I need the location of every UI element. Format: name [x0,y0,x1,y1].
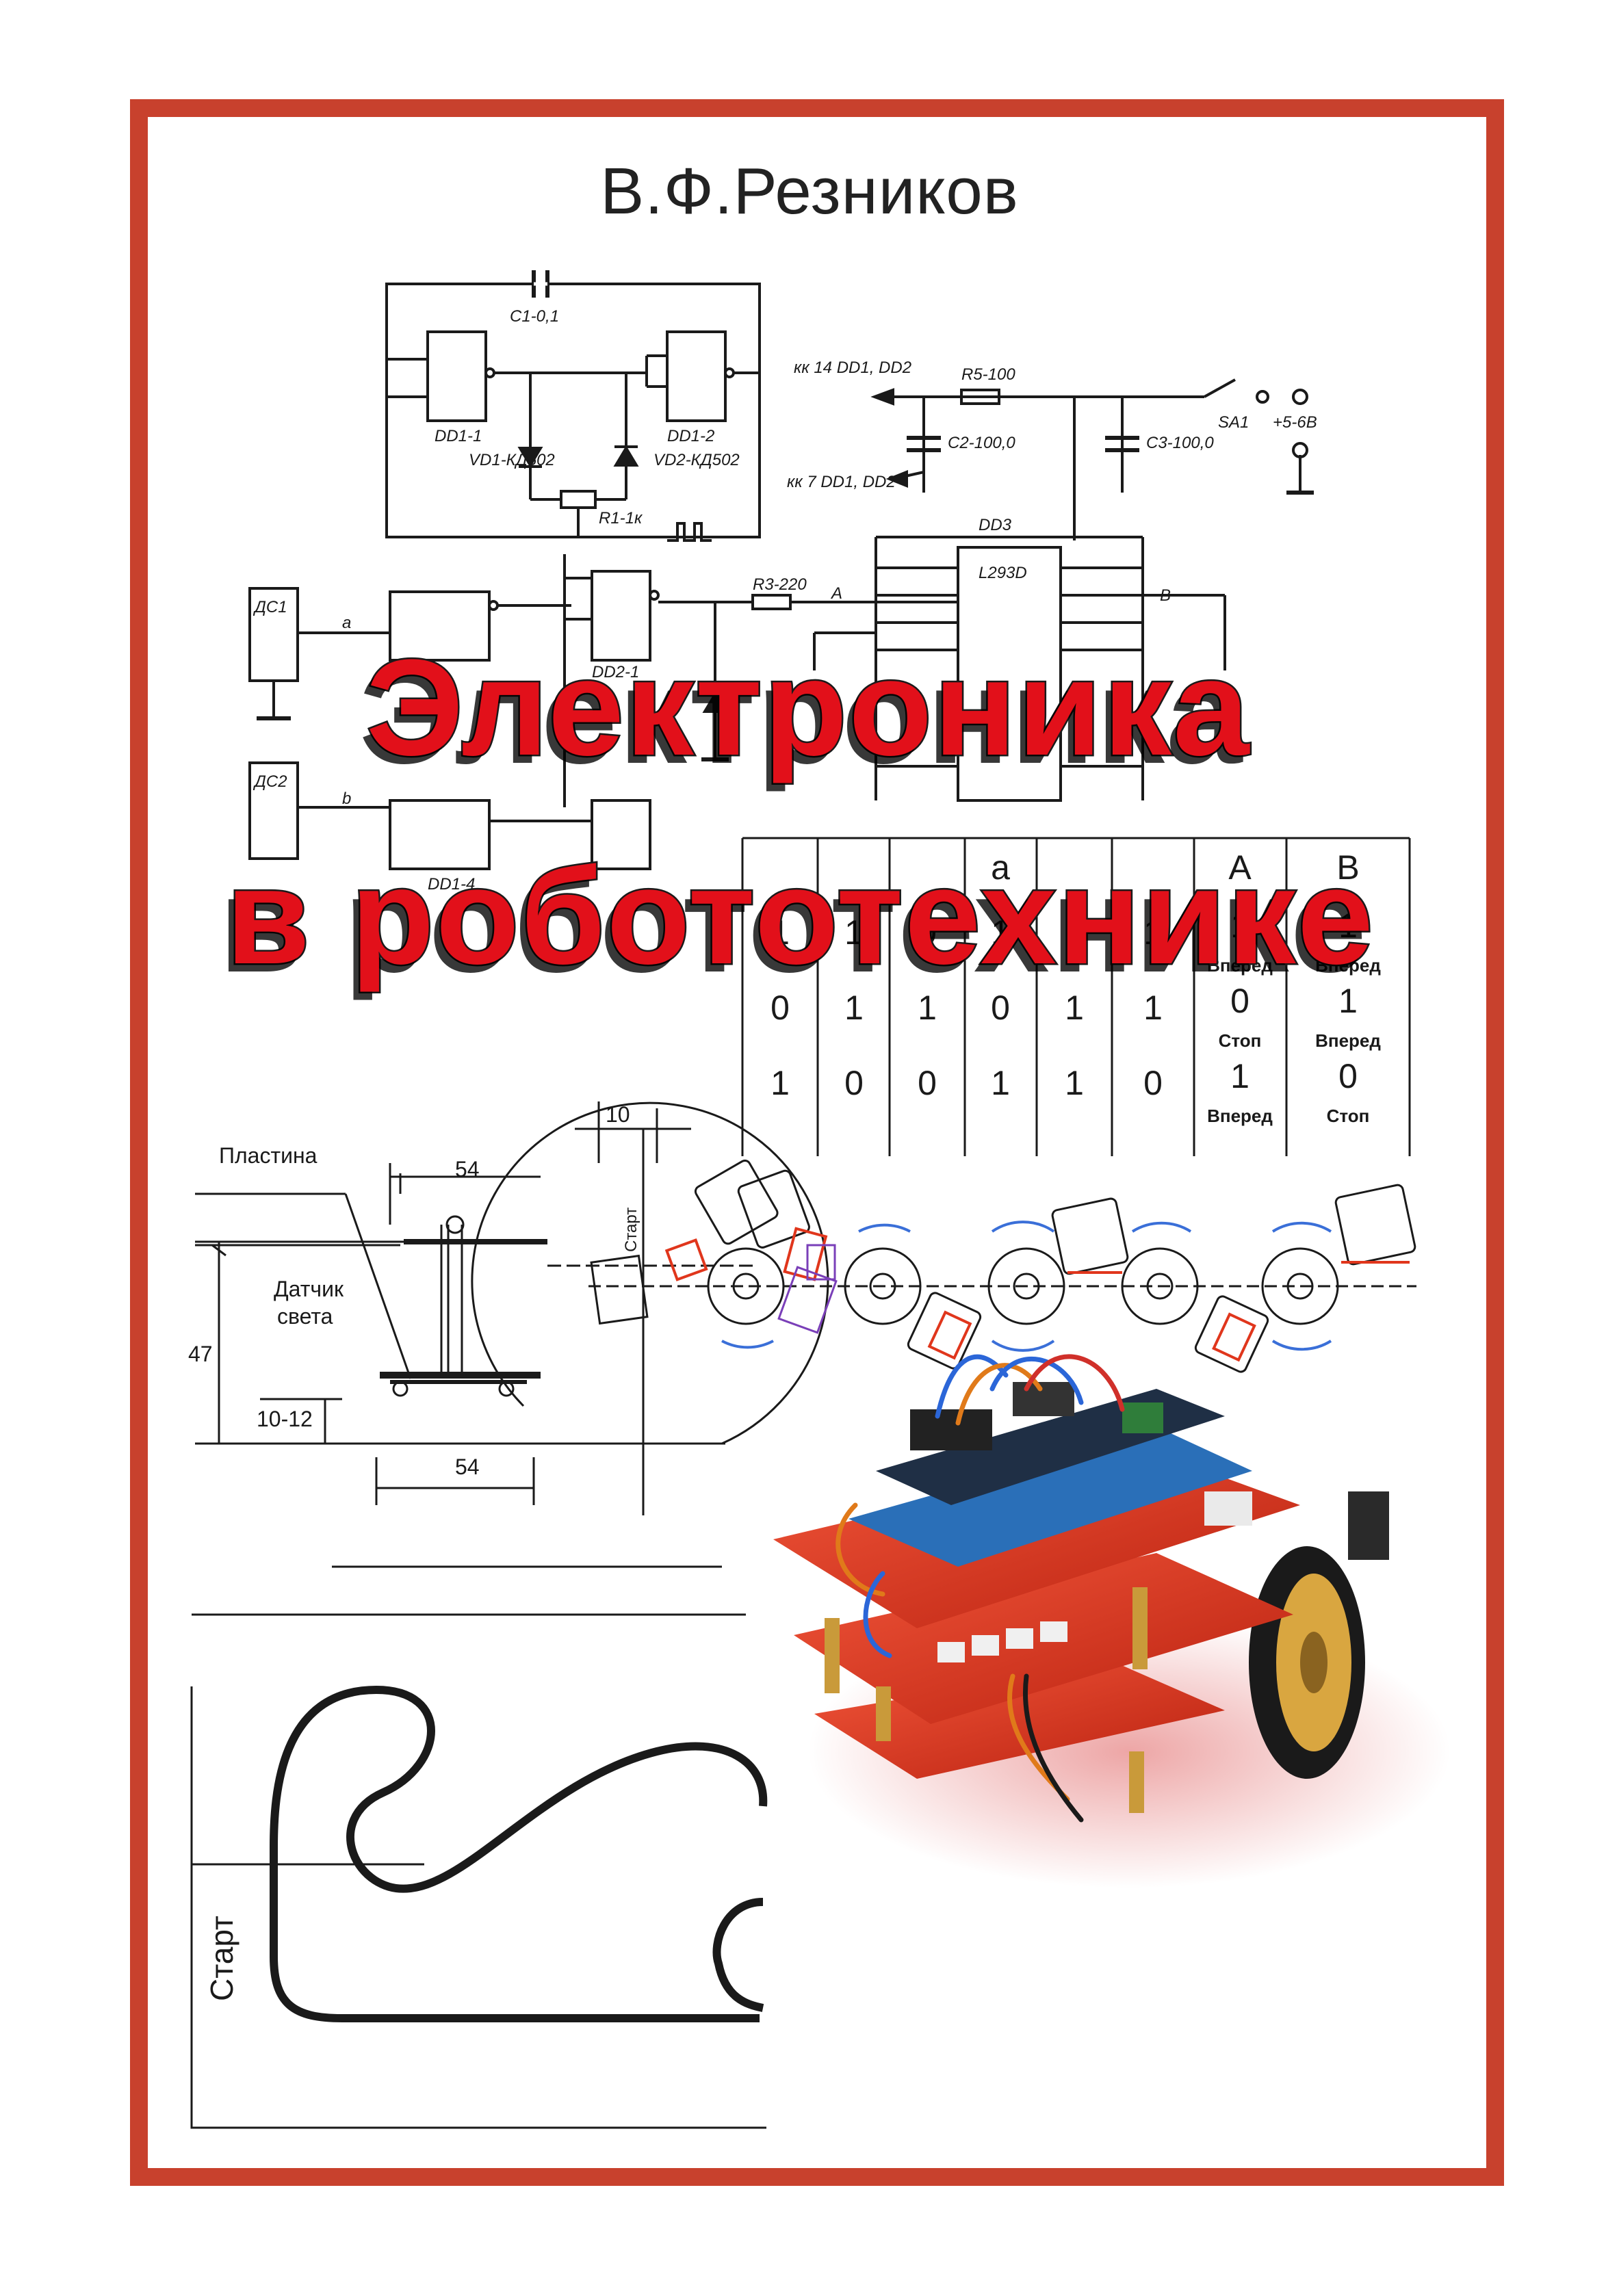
circuit-labels: С1-0,1 DD1-1 DD1-2 VD1-КД502 VD2-КД502 R… [252,307,1317,893]
label-sensor-2: света [277,1304,333,1329]
truth-table-cell: 1 [1065,989,1084,1027]
label-vd1: VD1-КД502 [469,451,555,469]
truth-table-cell: 1 [770,913,790,952]
label-dd1-4: DD1-4 [428,875,475,893]
truth-table-cell: 1 [844,989,864,1027]
truth-table-cell: 1 [1230,906,1249,945]
track-diagram [190,1613,768,2129]
label-dd1-1: DD1-1 [435,427,482,445]
truth-table-cell: 1 [918,989,937,1027]
book-title-line2: в робототехнике [224,839,1375,995]
truth-table-state: Вперед [1315,1030,1381,1051]
mech-labels: Пластина Датчик света 54 54 10 47 10-12 … [188,1102,640,1479]
label-l293: L293D [979,564,1027,582]
circuit-schematic [248,270,1314,870]
truth-table-cell: 0 [1338,1057,1358,1095]
truth-table-state: Стоп [1219,1030,1262,1051]
label-start-vertical: Старт [622,1208,640,1252]
label-b: В [1160,586,1171,605]
label-ds2: ДС2 [252,772,287,791]
truth-table-cell: 0 [918,1064,937,1102]
label-sensor-1: Датчик [274,1277,344,1301]
label-r5: R5-100 [961,365,1015,384]
label-c2: С2-100,0 [948,434,1015,452]
book-title-line1: Электроника [364,630,1251,786]
label-c3: С3-100,0 [1146,434,1214,452]
author-name: В.Ф.Резников [600,155,1019,228]
label-dd2-1: DD2-1 [592,663,639,681]
truth-table-cell: 0 [1230,982,1249,1020]
label-b-in: b [342,790,351,808]
truth-table-cell: 1 [991,913,1010,952]
label-r3: R3-220 [753,575,807,594]
truth-table-cell: 1 [770,1064,790,1102]
truth-table-cell: 0 [1143,1064,1163,1102]
label-vd2: VD2-КД502 [653,451,740,469]
label-ds1: ДС1 [252,598,287,616]
dim-47: 47 [188,1342,213,1366]
truth-table-cell: 1 [1143,989,1163,1027]
truth-table-cell: 0 [1065,913,1084,952]
track-start-label: Старт [204,1916,239,2001]
label-r1: R1-1к [599,509,643,527]
truth-table-cell: 1 [1338,906,1358,945]
truth-table-cell: 0 [770,989,790,1027]
robot-photo [773,1354,1451,1888]
label-plate: Пластина [219,1143,318,1168]
label-sa1: SA1 [1218,413,1249,432]
dim-54-bottom: 54 [455,1454,480,1479]
cover-frame [130,99,1504,2186]
label-kk14: кк 14 DD1, DD2 [794,358,911,377]
turn-diagram [588,1159,1416,1373]
label-a: А [830,584,842,603]
label-dd3: DD3 [979,516,1012,534]
truth-table-cell: 1 [1143,913,1163,952]
label-c1: С1-0,1 [510,307,559,326]
dim-10: 10 [606,1102,630,1127]
mech-drawing [195,1101,829,1568]
label-dd1-2: DD1-2 [667,427,714,445]
label-kk7: кк 7 DD1, DD2 [787,473,896,491]
label-plus: +5-6В [1273,413,1317,432]
truth-table-state: Стоп [1327,1106,1370,1126]
truth-table-state: Вперед [1315,955,1381,976]
truth-table-cell: 0 [844,1064,864,1102]
truth-table-cell: 1 [991,1064,1010,1102]
truth-table-cell: 0 [991,989,1010,1027]
label-a-in: a [342,614,351,632]
truth-table-state: Вперед [1207,1106,1273,1126]
dim-10-12: 10-12 [257,1407,313,1431]
truth-table-cell: 0 [918,913,937,952]
truth-table-state: Вперед [1207,955,1273,976]
truth-table-header: a [991,848,1010,887]
truth-table-header: А [1228,848,1252,887]
truth-table-cell: 1 [844,913,864,952]
dim-54-top: 54 [455,1157,480,1182]
truth-table-cell: 1 [1065,1064,1084,1102]
truth-table-header: В [1336,848,1359,887]
truth-table-cell: 1 [1338,982,1358,1020]
truth-table-cell: 1 [1230,1057,1249,1095]
